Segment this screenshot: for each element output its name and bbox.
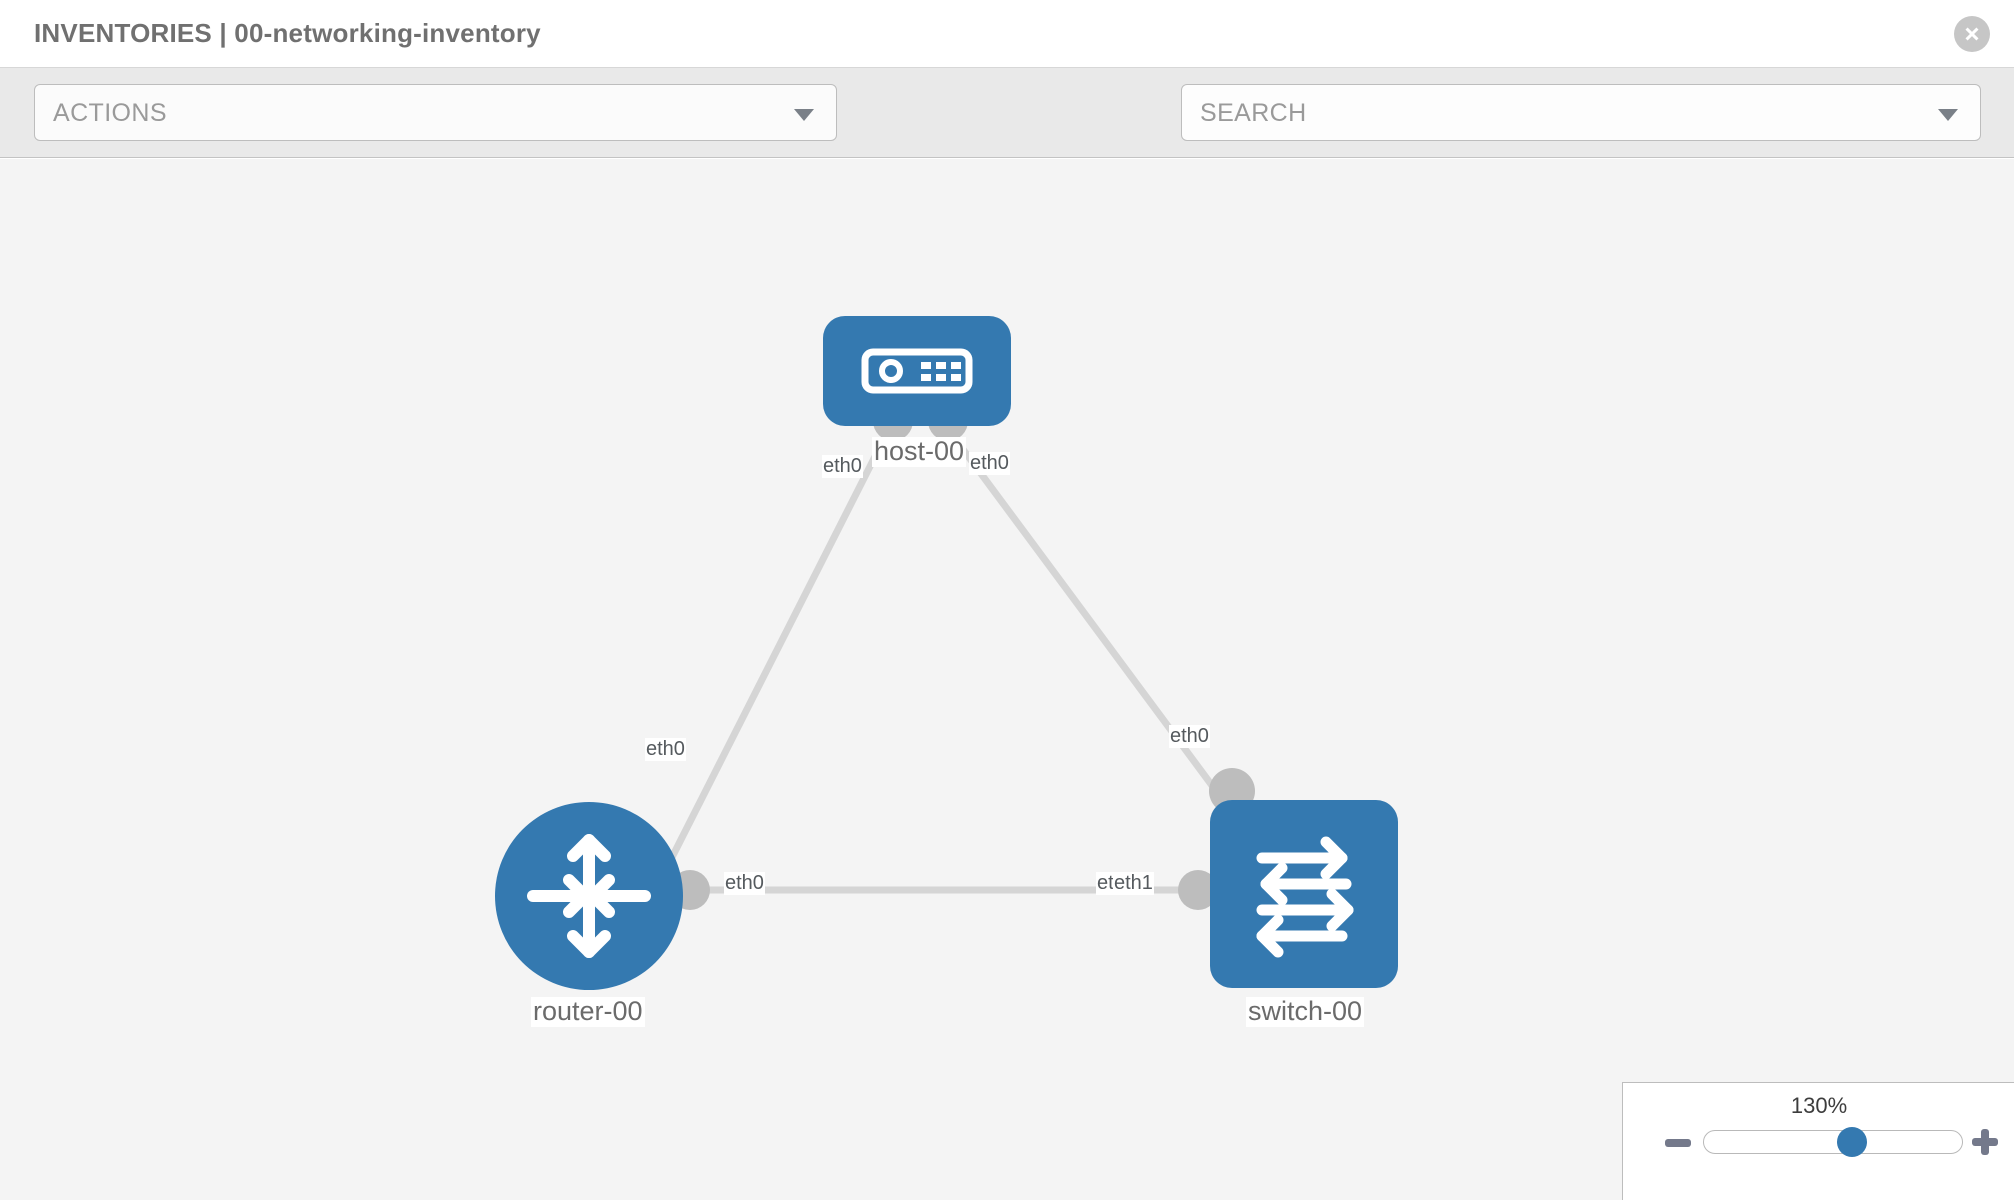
search-placeholder: SEARCH	[1200, 99, 1307, 127]
actions-dropdown-label: ACTIONS	[53, 99, 167, 127]
edge-label-router-eth0-up: eth0	[645, 738, 686, 761]
node-label-router-00: router-00	[531, 996, 645, 1027]
zoom-slider-track[interactable]	[1703, 1130, 1963, 1154]
edge-label-router-eth0-right: eth0	[724, 872, 765, 895]
node-host-00[interactable]	[823, 316, 1011, 426]
topology-canvas[interactable]: host-00 router-00 switch-00 eth0 eth0 et…	[0, 159, 2014, 1200]
router-icon	[527, 834, 651, 958]
window-header: INVENTORIES | 00-networking-inventory	[0, 0, 2014, 68]
zoom-control-panel: 130%	[1622, 1082, 2014, 1200]
node-label-host-00: host-00	[872, 436, 967, 467]
zoom-in-button[interactable]	[1972, 1129, 1998, 1155]
zoom-level-value: 130%	[1790, 1093, 1848, 1118]
zoom-out-button[interactable]	[1665, 1139, 1691, 1147]
chevron-down-icon[interactable]	[1938, 109, 1958, 121]
edge-label-host-eth0-right: eth0	[969, 452, 1010, 475]
zoom-slider-thumb[interactable]	[1837, 1127, 1867, 1157]
toolbar: ACTIONS SEARCH	[0, 68, 2014, 198]
node-label-switch-00: switch-00	[1246, 996, 1365, 1027]
search-input[interactable]: SEARCH	[1181, 84, 1981, 141]
server-icon	[861, 348, 973, 394]
close-icon[interactable]	[1954, 16, 1990, 52]
node-router-00[interactable]	[495, 802, 683, 990]
actions-dropdown[interactable]: ACTIONS	[34, 84, 837, 141]
node-switch-00[interactable]	[1210, 800, 1398, 988]
port-handle	[1178, 870, 1218, 910]
chevron-down-icon	[794, 109, 814, 121]
page-title: INVENTORIES | 00-networking-inventory	[34, 18, 541, 48]
switch-icon	[1256, 836, 1354, 958]
edge-label-switch-eth1: eth1	[1113, 872, 1154, 895]
edge-label-switch-eth0-up: eth0	[1169, 725, 1210, 748]
edge-label-host-eth0-left: eth0	[822, 455, 863, 478]
